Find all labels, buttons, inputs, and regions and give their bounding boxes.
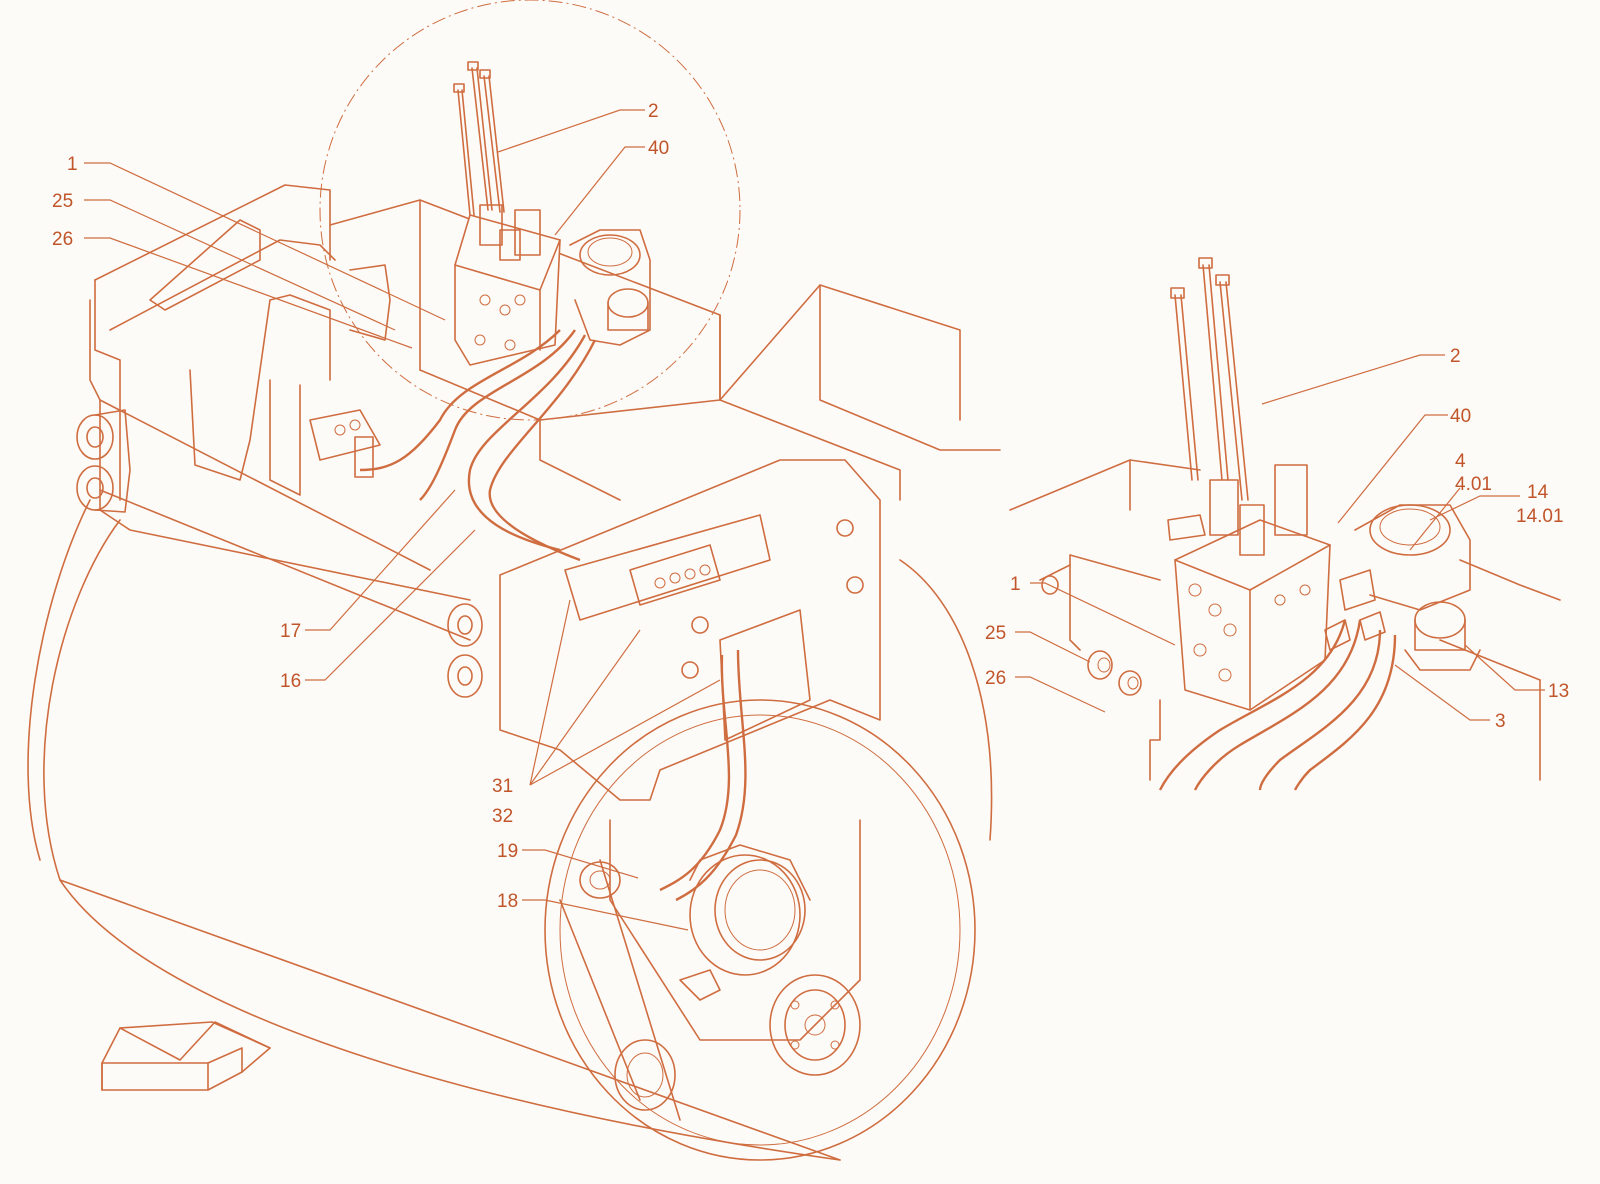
callout-19: 19: [497, 841, 518, 862]
detail-callout-25: 25: [985, 623, 1006, 644]
callout-26: 26: [52, 229, 73, 250]
main-leader-lines: [84, 109, 721, 931]
detail-callout-3: 3: [1495, 711, 1506, 732]
callout-17: 17: [280, 621, 301, 642]
detail-view: 2 40 4 4.01 14 14.01 1 25 26 13 3: [985, 257, 1569, 791]
detail-callout-2: 2: [1450, 346, 1461, 367]
callout-2: 2: [648, 101, 659, 122]
detail-circle: [319, 0, 741, 421]
detail-callout-13: 13: [1548, 681, 1569, 702]
detail-frame: [1009, 459, 1561, 781]
main-frame: [76, 184, 1001, 641]
direction-arrow-icon: [101, 1021, 271, 1091]
detail-plugs: [1041, 575, 1142, 696]
drive-motor: [579, 844, 861, 1111]
callout-18: 18: [497, 891, 518, 912]
callout-32: 32: [492, 806, 513, 827]
front-yoke-plate: [447, 459, 881, 1041]
detail-leader-lines: [1015, 354, 1545, 721]
detail-callout-40: 40: [1450, 406, 1471, 427]
detail-callout-labels: 2 40 4 4.01 14 14.01 1 25 26 13 3: [985, 346, 1569, 732]
filter-housing: [569, 229, 651, 346]
callout-25: 25: [52, 191, 73, 212]
callout-16: 16: [280, 671, 301, 692]
callout-1: 1: [67, 154, 78, 175]
roller-drum: [27, 499, 993, 1161]
detail-callout-1: 1: [1010, 574, 1021, 595]
hydraulic-hoses: [309, 329, 747, 902]
detail-callout-14-01: 14.01: [1516, 506, 1564, 527]
main-callout-labels: 1 25 26 2 40 17 16 31 32 19 18: [52, 101, 669, 912]
valve-block: [453, 61, 561, 366]
detail-filter-housing: [1339, 504, 1481, 671]
detail-callout-26: 26: [985, 668, 1006, 689]
detail-callout-4: 4: [1455, 451, 1466, 472]
detail-hoses: [1158, 611, 1397, 791]
detail-valve-block: [1167, 257, 1331, 711]
main-assembly-view: 1 25 26 2 40 17 16 31 32 19 18: [27, 0, 1001, 1161]
detail-callout-14: 14: [1527, 482, 1549, 503]
callout-31: 31: [492, 776, 513, 797]
detail-callout-4-01: 4.01: [1455, 474, 1492, 495]
callout-40: 40: [648, 138, 669, 159]
